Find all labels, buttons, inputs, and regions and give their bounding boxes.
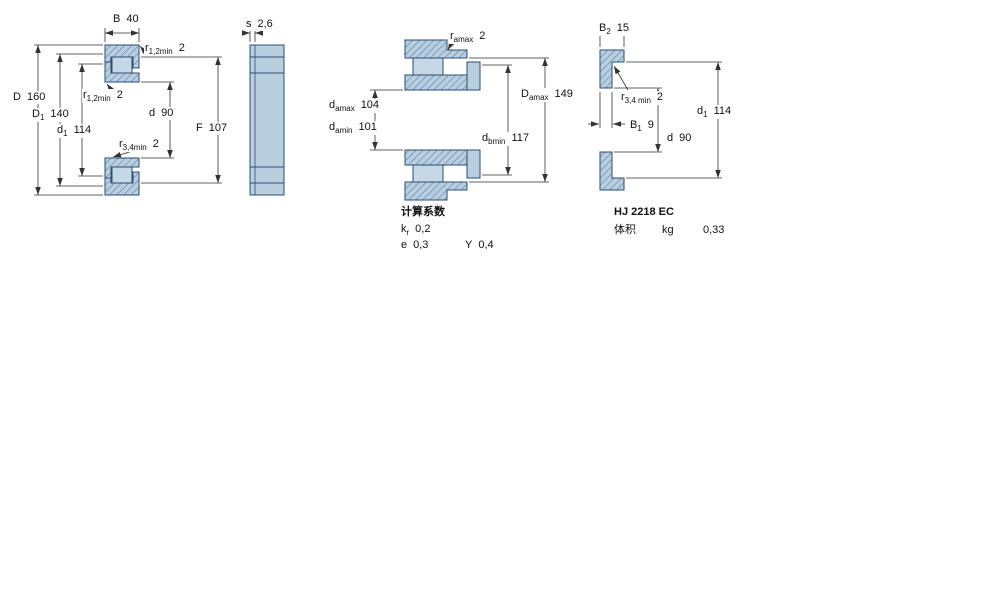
dim-label-damax: damax 104 xyxy=(328,99,381,114)
dim-subscript: amax xyxy=(335,104,355,114)
dim-subscript: amax xyxy=(453,35,474,45)
dim-label-B2: B2 15 xyxy=(598,22,631,37)
dim-subscript: 1 xyxy=(703,110,708,120)
dim-subscript: 1,2min xyxy=(86,94,111,104)
dim-subscript: amax xyxy=(528,93,549,103)
dim-label-D1: D1 140 xyxy=(31,108,70,123)
dim-value: 2 xyxy=(479,30,486,42)
dim-label-r12-top: r1,2min 2 xyxy=(144,42,186,57)
dim-subscript: 3,4 min xyxy=(624,96,651,106)
dim-symbol: d xyxy=(329,121,336,133)
dim-symbol: B xyxy=(630,119,638,131)
dim-value: 2 xyxy=(116,89,123,101)
dim-value: 2,6 xyxy=(257,18,273,30)
factor-value: 0,2 xyxy=(415,223,431,235)
dim-subscript: amin xyxy=(335,126,353,136)
dim-subscript: 1 xyxy=(39,113,45,123)
dim-label-F: F 107 xyxy=(195,122,229,135)
dim-subscript: 1,2min xyxy=(148,47,173,57)
dim-value: 104 xyxy=(360,99,380,111)
dim-symbol: D xyxy=(32,108,40,120)
dim-symbol: B xyxy=(599,22,607,34)
volume-value: 0,33 xyxy=(702,224,726,237)
dim-label-s: s 2,6 xyxy=(245,18,274,31)
main-bearing-cross-section xyxy=(104,44,140,196)
dim-value: 90 xyxy=(679,132,692,144)
dim-symbol: d xyxy=(697,105,704,117)
factor-symbol: k xyxy=(401,223,407,235)
factor-e: e 0,3 xyxy=(400,239,430,252)
dim-symbol: d xyxy=(149,107,156,119)
dim-label-Damax: Damax 149 xyxy=(520,88,574,103)
dim-symbol: d xyxy=(667,132,674,144)
product-designation: HJ 2218 EC xyxy=(613,206,675,219)
dim-symbol: d xyxy=(57,124,64,136)
dim-symbol: D xyxy=(13,91,21,103)
dim-label-d1: d1 114 xyxy=(56,124,93,139)
volume-label: 体积 xyxy=(613,224,637,237)
dim-label-r12-mid: r1,2min 2 xyxy=(82,89,124,104)
dim-label-B: B 40 xyxy=(112,13,140,26)
dim-symbol: s xyxy=(246,18,252,30)
factor-symbol: Y xyxy=(465,239,473,251)
dim-value: 101 xyxy=(358,121,377,133)
dim-label-r34-right: r3,4 min 2 xyxy=(620,91,665,106)
dim-symbol: d xyxy=(482,132,489,144)
dim-value: 15 xyxy=(616,22,630,34)
dim-symbol: r xyxy=(450,30,454,42)
dim-label-dbmin: dbmin 117 xyxy=(481,132,531,147)
dim-subscript: 2 xyxy=(606,27,611,37)
dim-label-ramax: ramax 2 xyxy=(449,30,487,45)
dim-value: 40 xyxy=(126,13,139,25)
dim-value: 117 xyxy=(511,132,530,144)
dim-label-D: D 160 xyxy=(12,91,47,104)
dim-symbol: r xyxy=(145,42,149,54)
dim-value: 140 xyxy=(50,108,69,120)
dim-symbol: r xyxy=(83,89,87,101)
dim-symbol: B xyxy=(113,13,121,25)
factor-subscript: r xyxy=(406,228,410,238)
factor-value: 0,3 xyxy=(413,239,429,251)
dim-symbol: d xyxy=(329,99,336,111)
dim-subscript: bmin xyxy=(488,137,506,147)
dim-value: 90 xyxy=(161,107,174,119)
dim-symbol: D xyxy=(521,88,529,100)
dim-label-d-right: d 90 xyxy=(666,132,693,145)
dim-value: 149 xyxy=(554,88,573,100)
dim-value: 114 xyxy=(73,124,92,136)
calculation-factors-title: 计算系数 xyxy=(400,206,446,219)
dim-subscript: 3,4min xyxy=(122,143,147,153)
dim-value: 2 xyxy=(656,91,664,103)
dim-value: 9 xyxy=(647,119,654,131)
dim-label-d: d 90 xyxy=(148,107,175,120)
dim-value: 107 xyxy=(208,122,228,134)
dim-value: 160 xyxy=(26,91,46,103)
dim-symbol: r xyxy=(621,91,625,103)
factor-symbol: e xyxy=(401,239,408,251)
dim-label-d1-right: d1 114 xyxy=(696,105,733,120)
factor-kr: kr 0,2 xyxy=(400,223,432,238)
angle-ring-cross-section xyxy=(599,49,625,191)
dim-subscript: 1 xyxy=(63,129,68,139)
dim-value: 2 xyxy=(178,42,185,54)
dim-subscript: 1 xyxy=(637,124,642,134)
abutment-cross-section xyxy=(404,39,481,201)
factor-Y: Y 0,4 xyxy=(464,239,495,252)
dim-label-damin: damin 101 xyxy=(328,121,378,136)
volume-unit: kg xyxy=(661,224,675,237)
factor-value: 0,4 xyxy=(478,239,494,251)
dim-symbol: F xyxy=(196,122,203,134)
dim-symbol: r xyxy=(119,138,123,150)
dim-value: 2 xyxy=(152,138,159,150)
angle-ring-dimension-lines xyxy=(588,28,722,179)
dim-label-r34-left: r3,4min 2 xyxy=(118,138,160,153)
dim-value: 114 xyxy=(713,105,732,117)
bearing-side-view xyxy=(249,44,285,196)
